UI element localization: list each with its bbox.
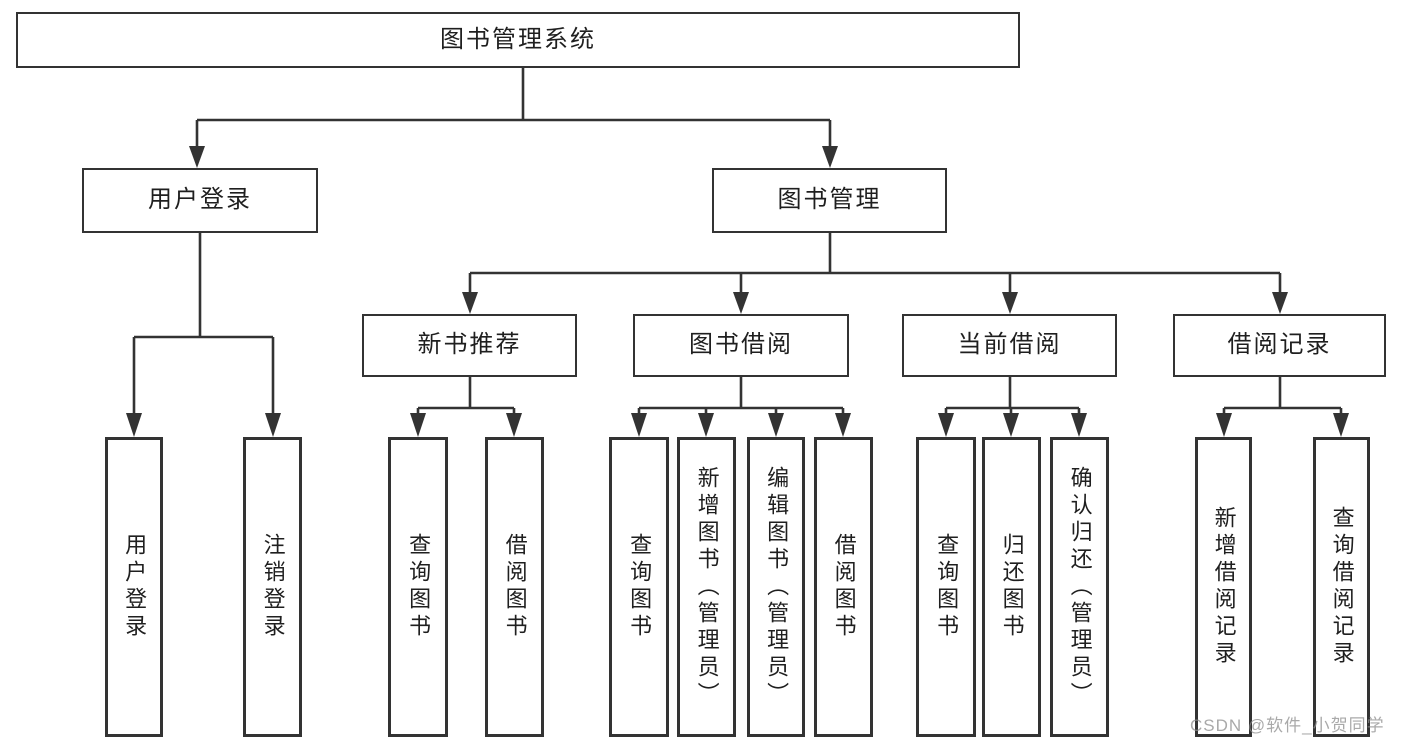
leaf-user-login: 用户登录 bbox=[105, 437, 163, 737]
node-book-borrowing: 图书借阅 bbox=[633, 314, 849, 377]
node-label: 查询图书 bbox=[627, 533, 653, 641]
node-label: 图书管理系统 bbox=[440, 25, 596, 53]
leaf-query-books-recommend: 查询图书 bbox=[388, 437, 448, 737]
csdn-watermark: CSDN @软件_小贺同学 bbox=[1190, 716, 1385, 735]
node-label: 当前借阅 bbox=[957, 331, 1062, 359]
node-label: 借阅记录 bbox=[1227, 331, 1332, 359]
leaf-add-books-admin: 新增图书（管理员） bbox=[677, 437, 736, 737]
node-library-management-system: 图书管理系统 bbox=[16, 12, 1020, 68]
node-label: 查询借阅记录 bbox=[1329, 506, 1355, 668]
node-new-book-recommend: 新书推荐 bbox=[362, 314, 577, 377]
node-label: 编辑图书（管理员） bbox=[764, 465, 790, 709]
node-current-borrowing: 当前借阅 bbox=[902, 314, 1117, 377]
node-book-management: 图书管理 bbox=[712, 168, 947, 233]
node-label: 图书管理 bbox=[777, 186, 882, 214]
node-label: 新增借阅记录 bbox=[1211, 506, 1237, 668]
leaf-add-borrow-record: 新增借阅记录 bbox=[1195, 437, 1252, 737]
leaf-edit-books-admin: 编辑图书（管理员） bbox=[747, 437, 805, 737]
node-label: 新书推荐 bbox=[417, 331, 522, 359]
node-label: 借阅图书 bbox=[502, 533, 528, 641]
node-label: 新增图书（管理员） bbox=[694, 465, 720, 709]
node-label: 借阅图书 bbox=[831, 533, 857, 641]
node-user-login: 用户登录 bbox=[82, 168, 318, 233]
leaf-borrow-books: 借阅图书 bbox=[814, 437, 873, 737]
node-label: 查询图书 bbox=[406, 533, 432, 641]
leaf-logout-login: 注销登录 bbox=[243, 437, 302, 737]
node-borrowing-records: 借阅记录 bbox=[1173, 314, 1386, 377]
leaf-query-books-current: 查询图书 bbox=[916, 437, 976, 737]
node-label: 确认归还（管理员） bbox=[1067, 465, 1093, 709]
node-label: 用户登录 bbox=[148, 186, 252, 214]
leaf-confirm-return-admin: 确认归还（管理员） bbox=[1050, 437, 1109, 737]
node-label: 查询图书 bbox=[934, 533, 960, 641]
leaf-return-books: 归还图书 bbox=[982, 437, 1041, 737]
node-label: 注销登录 bbox=[260, 533, 286, 641]
leaf-borrow-books-recommend: 借阅图书 bbox=[485, 437, 544, 737]
node-label: 归还图书 bbox=[999, 533, 1025, 641]
leaf-query-borrow-record: 查询借阅记录 bbox=[1313, 437, 1370, 737]
leaf-query-books-borrow: 查询图书 bbox=[609, 437, 669, 737]
node-label: 用户登录 bbox=[122, 533, 148, 641]
node-label: 图书借阅 bbox=[689, 331, 793, 359]
